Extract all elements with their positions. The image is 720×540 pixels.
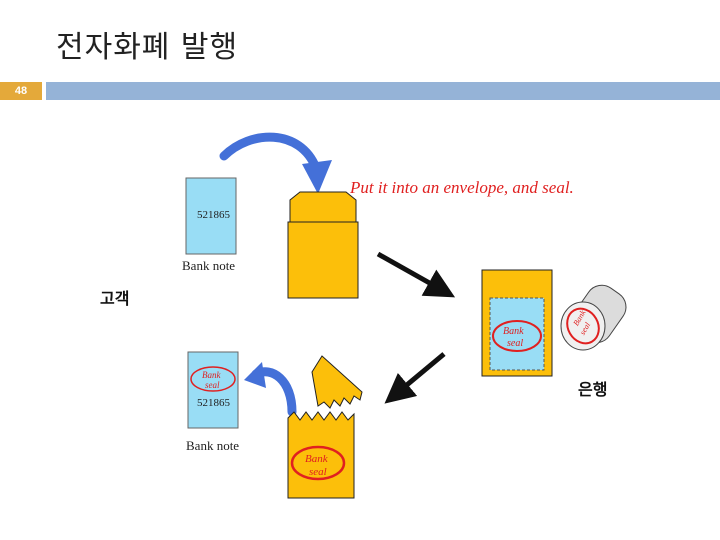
page-number-badge <box>0 82 42 100</box>
envelope-opened: Bank seal <box>287 411 355 499</box>
header-bar <box>46 82 720 100</box>
bank-note-bottom: Bank seal 521865 <box>187 351 239 429</box>
seal-word-seal-bottom: seal <box>309 466 327 478</box>
seal-word-bank-bottom: Bank <box>305 453 329 465</box>
bank-label: 은행 <box>578 380 607 399</box>
blue-curved-arrow-top <box>219 132 332 194</box>
seal-word-seal-note: seal <box>205 380 220 390</box>
customer-label: 고객 <box>100 289 129 308</box>
seal-word-bank-note: Bank <box>202 370 221 380</box>
note-serial-top: 521865 <box>197 209 231 221</box>
envelope-open <box>287 191 359 299</box>
page-number: 48 <box>14 85 28 97</box>
arrow-to-customer <box>384 352 446 404</box>
blue-curved-arrow-bottom <box>244 362 297 417</box>
bank-note-label-bottom: Bank note <box>186 438 239 453</box>
seal-word-bank-mid: Bank <box>503 326 524 337</box>
bank-note-top: 521865 <box>185 177 237 255</box>
envelope-sealed: Bank seal <box>481 269 553 377</box>
note-serial-bottom: 521865 <box>197 397 231 409</box>
bank-stamp: Bank seal <box>560 284 627 351</box>
envelope-torn-flap <box>311 355 363 409</box>
arrow-to-bank <box>376 251 456 298</box>
envelope-caption: Put it into an envelope, and seal. <box>349 178 574 197</box>
bank-note-label-top: Bank note <box>182 258 235 273</box>
seal-word-seal-mid: seal <box>507 338 523 349</box>
slide-title: 전자화폐 발행 <box>56 30 239 65</box>
